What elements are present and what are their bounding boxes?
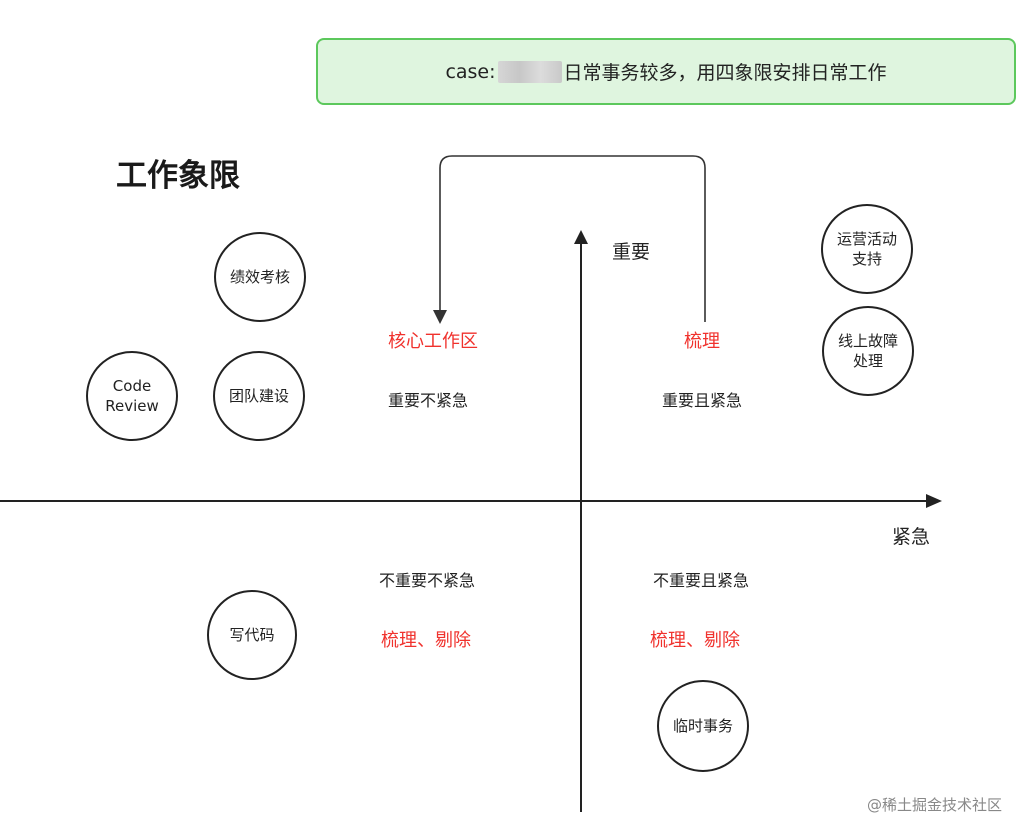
case-banner: case: 日常事务较多，用四象限安排日常工作	[316, 38, 1016, 105]
top-left-desc: 重要不紧急	[388, 391, 469, 410]
page-title: 工作象限	[116, 158, 240, 194]
bottom-right-action: 梳理、剔除	[650, 630, 740, 651]
y-axis-label: 重要	[612, 241, 651, 263]
bottom-left-action: 梳理、剔除	[381, 630, 471, 651]
item-performance: 绩效考核	[214, 232, 306, 322]
bottom-left-desc: 不重要不紧急	[379, 571, 476, 590]
x-axis-label: 紧急	[892, 526, 931, 548]
item-incident: 线上故障 处理	[822, 306, 914, 396]
item-adhoc: 临时事务	[657, 680, 749, 772]
item-performance-label: 绩效考核	[229, 268, 290, 286]
item-adhoc-label: 临时事务	[672, 717, 733, 735]
item-code-review-label: Code Review	[105, 377, 159, 415]
item-ops-support: 运营活动 支持	[821, 204, 913, 294]
banner-text: 日常事务较多，用四象限安排日常工作	[563, 62, 887, 84]
item-team-building: 团队建设	[213, 351, 305, 441]
item-incident-label: 线上故障 处理	[837, 332, 898, 370]
watermark: @稀土掘金技术社区	[866, 796, 1002, 814]
redacted-text	[497, 60, 562, 83]
item-ops-support-label: 运营活动 支持	[836, 230, 897, 268]
loop-arrow	[439, 155, 706, 322]
x-axis-arrowhead	[926, 494, 942, 508]
loop-arrow-head	[433, 310, 447, 324]
item-code-review: Code Review	[86, 351, 178, 441]
banner-prefix: case:	[445, 60, 496, 83]
y-axis-arrowhead	[574, 230, 588, 244]
item-write-code-label: 写代码	[229, 626, 275, 644]
item-write-code: 写代码	[207, 590, 297, 680]
top-right-heading: 梳理	[684, 331, 720, 352]
bottom-right-desc: 不重要且紧急	[653, 571, 750, 590]
item-team-building-label: 团队建设	[228, 387, 289, 405]
top-right-desc: 重要且紧急	[662, 391, 743, 410]
top-left-heading: 核心工作区	[388, 331, 478, 352]
